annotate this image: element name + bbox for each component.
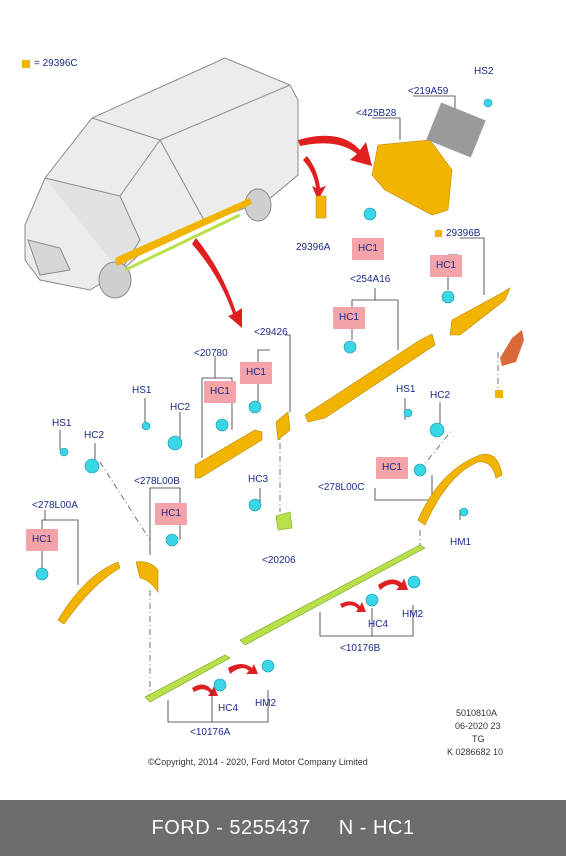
diagram-drawing	[24, 57, 524, 723]
hc1-callout: HC1	[376, 457, 408, 479]
label-425b28: <425B28	[356, 108, 397, 119]
label-29396a: 29396A	[296, 242, 331, 253]
label-hc4-b: HC4	[368, 619, 389, 630]
swatch-29396b	[435, 230, 442, 237]
part-219a59	[426, 102, 486, 158]
hc1-callout: HC1	[430, 255, 462, 277]
part-278l00b	[135, 561, 159, 593]
part-29396b	[449, 287, 511, 336]
copyright: ©Copyright, 2014 - 2020, Ford Motor Comp…	[148, 757, 368, 767]
label-254a16: <254A16	[350, 274, 391, 285]
dash-lines	[99, 352, 499, 695]
label-278l00a: <278L00A	[32, 500, 78, 511]
hc1-callout: HC1	[352, 238, 384, 260]
label-29396b: 29396B	[446, 228, 481, 239]
label-278l00c: <278L00C	[318, 482, 365, 493]
label-10176b: <10176B	[340, 643, 381, 654]
part-29396a	[315, 195, 327, 219]
van-illustration	[24, 57, 299, 299]
label-hc4-a: HC4	[218, 703, 239, 714]
label-20780: <20780	[194, 348, 228, 359]
label-20206: <20206	[262, 555, 296, 566]
label-hm2-a: HM2	[255, 698, 277, 709]
hc1-callout: HC1	[204, 381, 236, 403]
hc1-callout: HC1	[26, 529, 58, 551]
part-29426	[275, 411, 291, 441]
van-highlight-sill	[124, 213, 241, 272]
label-hc3: HC3	[248, 474, 269, 485]
small-swatch	[495, 390, 503, 398]
label-hc2-a: HC2	[170, 402, 191, 413]
parts-diagram: = 29396C HS2 <219A59 <425B28 29396A 2939…	[22, 57, 524, 767]
part-20206	[275, 511, 293, 531]
legend-label: = 29396C	[34, 58, 78, 69]
part-20780	[194, 429, 263, 479]
part-278l00a	[57, 561, 121, 625]
part-red-bracket	[500, 330, 524, 366]
label-hc2-b: HC2	[84, 430, 105, 441]
clip-icons	[35, 98, 493, 692]
diagram-tg: TG	[472, 734, 485, 744]
label-hs1-b: HS1	[52, 418, 72, 429]
sill-10176b	[239, 544, 426, 646]
label-hs2: HS2	[474, 66, 494, 77]
footer-bar: FORD - 5255437 N - HC1	[0, 800, 566, 856]
diagram-date: 06-2020 23	[455, 721, 501, 731]
rear-door-trim	[371, 139, 453, 216]
label-278l00b: <278L00B	[134, 476, 180, 487]
footer-part-code: N - HC1	[338, 816, 415, 839]
label-hc2-c: HC2	[430, 390, 451, 401]
pointer-arrows	[192, 135, 408, 696]
footer-part-number: FORD - 5255437	[151, 816, 311, 839]
label-10176a: <10176A	[190, 727, 231, 738]
hc1-callout: HC1	[333, 307, 365, 329]
label-hs1-c: HS1	[396, 384, 416, 395]
diagram-code: 5010810A	[456, 708, 498, 718]
label-hm1: HM1	[450, 537, 472, 548]
sill-10176a	[144, 654, 231, 703]
label-hm2-b: HM2	[402, 609, 424, 620]
legend-swatch	[22, 60, 30, 68]
hc1-callout: HC1	[240, 362, 272, 384]
sill-parts	[144, 511, 426, 703]
trim-parts	[57, 139, 511, 625]
hc1-callout: HC1	[155, 503, 187, 525]
label-219a59: <219A59	[408, 86, 449, 97]
diagram-ref: K 0286682 10	[447, 747, 504, 757]
van-highlight-strip	[115, 198, 252, 266]
label-hs1-a: HS1	[132, 385, 152, 396]
part-278l00c	[417, 453, 503, 526]
part-254a16	[304, 333, 436, 423]
label-29426: <29426	[254, 327, 288, 338]
